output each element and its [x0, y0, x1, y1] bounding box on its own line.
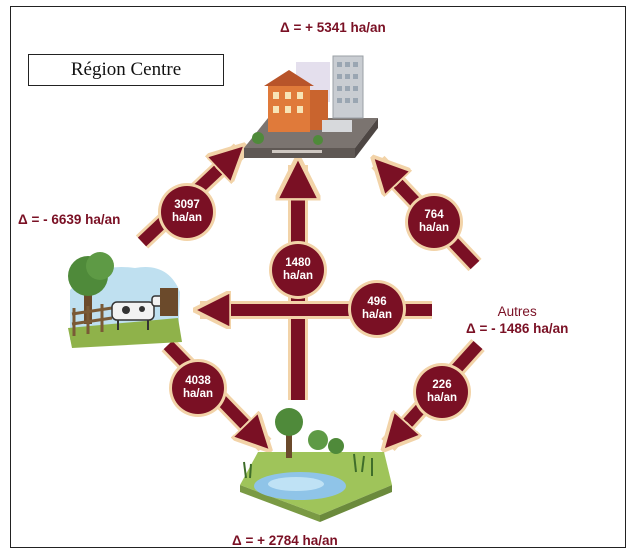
flow-bubble-others-to-urban: 764 ha/an [408, 196, 460, 248]
flow-unit: ha/an [418, 222, 450, 234]
natural-area-illustration [240, 408, 392, 522]
agricultural-area-illustration [68, 252, 182, 348]
flow-bubble-agri-to-urban: 3097 ha/an [161, 186, 213, 238]
flow-value: 226 [432, 379, 452, 391]
natural-delta: Δ = + 2784 ha/an [232, 533, 338, 548]
flow-unit: ha/an [171, 212, 203, 224]
flow-bubble-others-to-agri: 496 ha/an [351, 283, 403, 335]
urban-delta: Δ = + 5341 ha/an [280, 20, 386, 35]
flow-value: 3097 [174, 199, 200, 211]
flow-value: 496 [367, 296, 387, 308]
flow-value: 764 [424, 209, 444, 221]
flow-unit: ha/an [361, 309, 393, 321]
flow-value: 1480 [285, 257, 311, 269]
region-label: Région Centre [28, 54, 224, 86]
urban-area-illustration [244, 55, 378, 158]
flow-bubble-natural-to-urban: 1480 ha/an [272, 244, 324, 296]
flow-bubble-agri-to-natural: 4038 ha/an [172, 362, 224, 414]
flow-bubble-others-to-natural: 226 ha/an [416, 366, 468, 418]
flow-unit: ha/an [282, 270, 314, 282]
others-node: Autres Δ = - 1486 ha/an [466, 303, 568, 337]
flow-unit: ha/an [182, 388, 214, 400]
others-delta: Δ = - 1486 ha/an [466, 321, 569, 336]
agri-delta: Δ = - 6639 ha/an [18, 212, 121, 227]
others-label: Autres [497, 304, 537, 319]
flow-unit: ha/an [426, 392, 458, 404]
flow-value: 4038 [185, 375, 211, 387]
